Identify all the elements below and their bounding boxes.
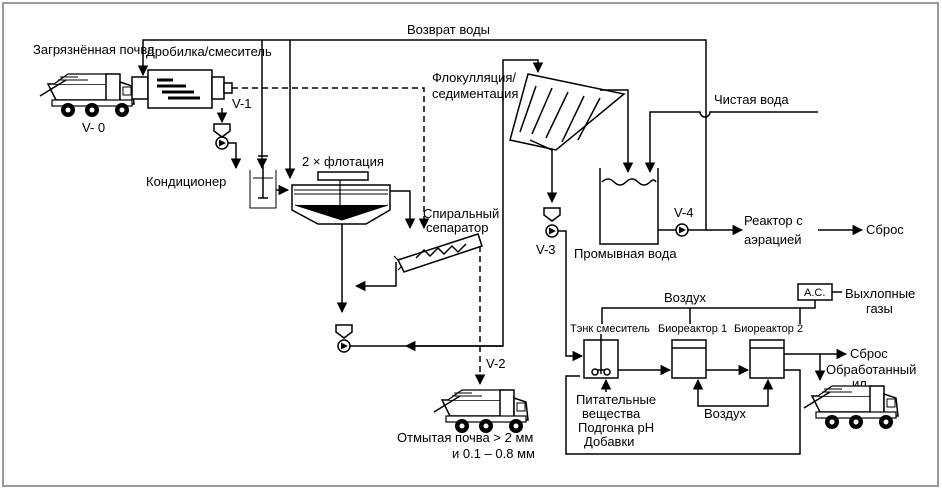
exhaust-label-1: Выхлопные <box>845 286 915 301</box>
pump-icon <box>215 136 229 150</box>
wash-water-tank-icon <box>599 168 659 245</box>
dump-truck-icon <box>39 73 135 118</box>
flotation-to-spiral-line <box>390 190 416 230</box>
coarse-fraction-dashed-line <box>232 87 430 230</box>
aeration-reactor-label-1: Реактор с <box>744 213 803 228</box>
bio2-to-sludge-line <box>565 369 801 455</box>
conditioner-label: Кондиционер <box>146 174 226 189</box>
bioreactor1-label: Биореактор 1 <box>658 323 727 335</box>
bioreactor2-label: Биореактор 2 <box>734 323 803 335</box>
spiral-fines-line <box>354 262 397 292</box>
bioreactor1-icon <box>671 339 707 379</box>
spiral-separator-label-1: Спиральный <box>423 206 499 221</box>
washed-soil-label-1: Отмытая почва > 2 мм <box>397 430 533 445</box>
mix-tank-label: Тэнк смеситель <box>570 323 650 335</box>
valve-icon <box>543 207 561 222</box>
pump-icon <box>337 339 351 353</box>
to-settler-line <box>502 59 544 88</box>
to-ac-line <box>800 300 816 309</box>
washed-soil-label-2: и 0.1 – 0.8 мм <box>452 446 535 461</box>
water-return-line <box>137 39 707 112</box>
v4-label: V-4 <box>674 205 694 220</box>
air-bottom-label: Воздух <box>704 406 747 421</box>
pump-icon <box>675 223 689 237</box>
air-top-label: Воздух <box>664 290 707 305</box>
discharge-label-1: Сброс <box>866 222 904 237</box>
dump-truck-icon <box>803 385 899 430</box>
v1-label: V-1 <box>232 96 252 111</box>
sedimentation-label: седиментация <box>432 86 518 101</box>
mixer-drum-icon <box>131 69 233 109</box>
v0-label: V- 0 <box>82 120 105 135</box>
v3-to-mix-tank-line <box>558 230 584 362</box>
v3-label: V-3 <box>536 242 556 257</box>
settler-overflow-line <box>600 89 634 174</box>
nutrients-label-2: вещества <box>582 406 641 421</box>
treated-sludge-label-1: Обработанный <box>826 362 916 377</box>
flotation-label: 2 × флотация <box>302 154 384 169</box>
air-header-line <box>601 307 801 324</box>
air-bottom-line <box>697 392 769 407</box>
pump-icon <box>545 224 559 238</box>
clean-water-label: Чистая вода <box>714 92 789 107</box>
lamella-settler-icon <box>509 73 626 162</box>
crusher-mixer-label: Дробилка/смеситель <box>146 44 272 59</box>
nutrients-label-1: Питательные <box>576 392 656 407</box>
additives-label: Добавки <box>584 434 634 449</box>
aeration-reactor-label-2: аэрацией <box>744 232 802 247</box>
bioreactor2-icon <box>749 339 785 379</box>
v1-to-conditioner-line <box>228 142 242 170</box>
mix-tank-icon <box>583 334 619 379</box>
discharge-label-2: Сброс <box>850 346 888 361</box>
ac-label: A.C. <box>804 287 825 299</box>
ph-adjust-label: Подгонка рН <box>578 420 654 435</box>
contaminated-soil-label: Загрязнённая почва <box>33 42 155 57</box>
flotation-cell-icon <box>291 171 391 225</box>
dump-truck-icon <box>433 389 529 434</box>
valve-icon <box>335 324 353 339</box>
spiral-separator-icon <box>393 233 483 273</box>
flocculation-label: Флокулляция/ <box>432 70 516 85</box>
wash-water-label: Промывная вода <box>574 246 677 261</box>
conditioner-tank-icon <box>249 155 277 209</box>
spiral-separator-label-2: сепаратор <box>426 220 488 235</box>
clean-water-line <box>644 111 818 174</box>
exhaust-label-2: газы <box>866 301 893 316</box>
water-return-label: Возврат воды <box>407 22 490 37</box>
valve-icon <box>213 123 231 138</box>
v2-label: V-2 <box>486 356 506 371</box>
